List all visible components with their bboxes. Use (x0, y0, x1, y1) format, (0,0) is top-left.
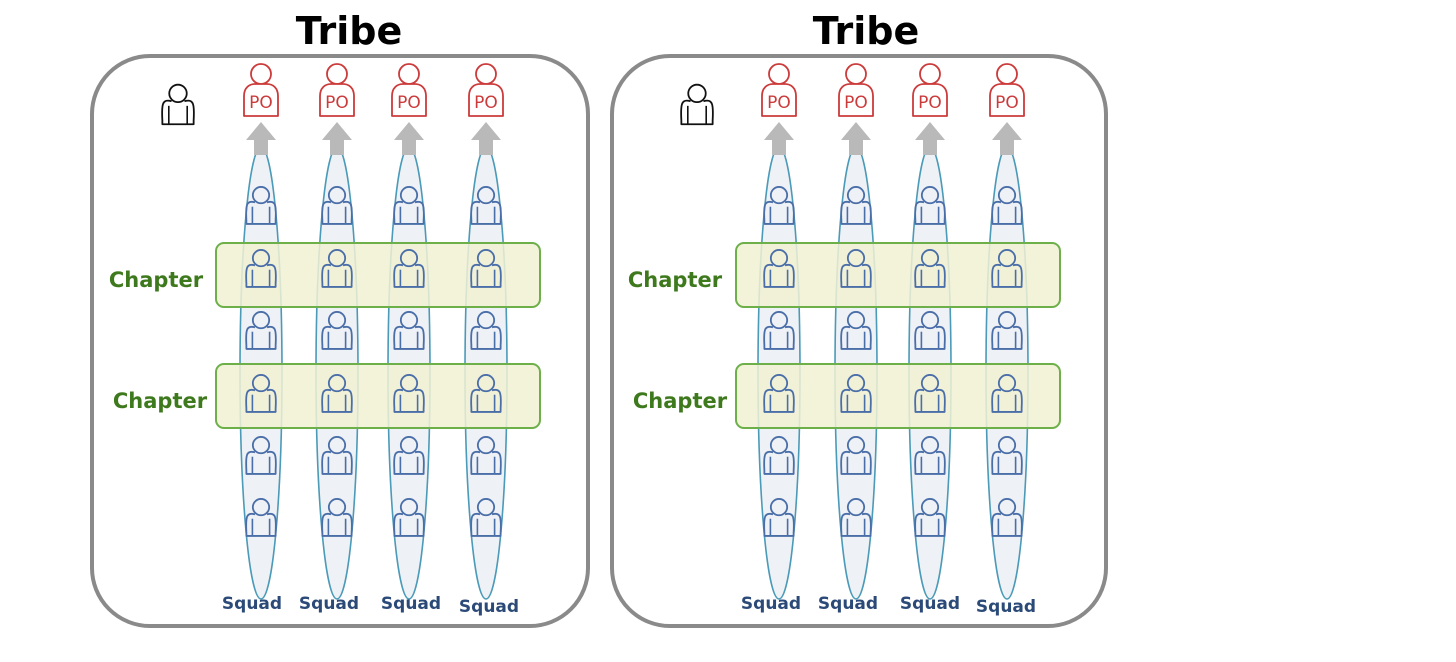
person-icon (393, 186, 425, 225)
chapter-label: Chapter (109, 268, 204, 292)
person-icon (763, 436, 795, 475)
product-owner-icon: PO (391, 63, 427, 117)
up-arrow-icon (394, 122, 424, 155)
product-owner-icon: PO (838, 63, 874, 117)
person-icon (840, 374, 872, 413)
person-icon (763, 311, 795, 350)
person-icon (470, 498, 502, 537)
po-label: PO (325, 93, 349, 113)
person-icon (245, 249, 277, 288)
person-icon (991, 311, 1023, 350)
person-icon (321, 374, 353, 413)
chapter-band (215, 363, 541, 429)
person-icon (763, 186, 795, 225)
product-owner-icon: PO (243, 63, 279, 117)
person-icon (991, 249, 1023, 288)
po-label: PO (767, 93, 791, 113)
squad-label: Squad (741, 594, 801, 614)
person-icon (991, 186, 1023, 225)
person-icon (245, 311, 277, 350)
person-icon (840, 186, 872, 225)
person-icon (763, 498, 795, 537)
chapter-label: Chapter (633, 389, 728, 413)
product-owner-icon: PO (912, 63, 948, 117)
person-icon (161, 83, 195, 126)
person-icon (245, 374, 277, 413)
person-icon (991, 436, 1023, 475)
up-arrow-icon (471, 122, 501, 155)
product-owner-icon: PO (468, 63, 504, 117)
po-label: PO (397, 93, 421, 113)
person-icon (470, 374, 502, 413)
person-icon (914, 436, 946, 475)
person-icon (840, 249, 872, 288)
chapter-band (735, 242, 1061, 308)
person-icon (914, 498, 946, 537)
squad-label: Squad (818, 594, 878, 614)
person-icon (470, 249, 502, 288)
product-owner-icon: PO (761, 63, 797, 117)
product-owner-icon: PO (989, 63, 1025, 117)
po-label: PO (995, 93, 1019, 113)
person-icon (321, 311, 353, 350)
person-icon (763, 374, 795, 413)
squad-label: Squad (976, 597, 1036, 617)
person-icon (393, 249, 425, 288)
person-icon (991, 498, 1023, 537)
person-icon (991, 374, 1023, 413)
up-arrow-icon (841, 122, 871, 155)
po-label: PO (474, 93, 498, 113)
person-icon (321, 186, 353, 225)
po-label: PO (918, 93, 942, 113)
po-label: PO (844, 93, 868, 113)
up-arrow-icon (764, 122, 794, 155)
person-icon (393, 436, 425, 475)
person-icon (393, 311, 425, 350)
person-icon (393, 374, 425, 413)
person-icon (470, 436, 502, 475)
person-icon (680, 83, 714, 126)
person-icon (245, 186, 277, 225)
up-arrow-icon (915, 122, 945, 155)
person-icon (914, 311, 946, 350)
person-icon (245, 498, 277, 537)
person-icon (470, 311, 502, 350)
tribe-title: Tribe (813, 9, 920, 53)
up-arrow-icon (246, 122, 276, 155)
squad-label: Squad (900, 594, 960, 614)
person-icon (914, 374, 946, 413)
chapter-label: Chapter (113, 389, 208, 413)
squad-label: Squad (299, 594, 359, 614)
person-icon (321, 436, 353, 475)
person-icon (763, 249, 795, 288)
squad-label: Squad (459, 597, 519, 617)
up-arrow-icon (992, 122, 1022, 155)
person-icon (393, 498, 425, 537)
chapter-band (735, 363, 1061, 429)
person-icon (470, 186, 502, 225)
person-icon (840, 436, 872, 475)
squad-label: Squad (222, 594, 282, 614)
person-icon (840, 311, 872, 350)
product-owner-icon: PO (319, 63, 355, 117)
person-icon (321, 249, 353, 288)
person-icon (321, 498, 353, 537)
squad-label: Squad (381, 594, 441, 614)
person-icon (914, 186, 946, 225)
up-arrow-icon (322, 122, 352, 155)
chapter-label: Chapter (628, 268, 723, 292)
po-label: PO (249, 93, 273, 113)
chapter-band (215, 242, 541, 308)
person-icon (840, 498, 872, 537)
person-icon (245, 436, 277, 475)
tribe-title: Tribe (296, 9, 403, 53)
person-icon (914, 249, 946, 288)
